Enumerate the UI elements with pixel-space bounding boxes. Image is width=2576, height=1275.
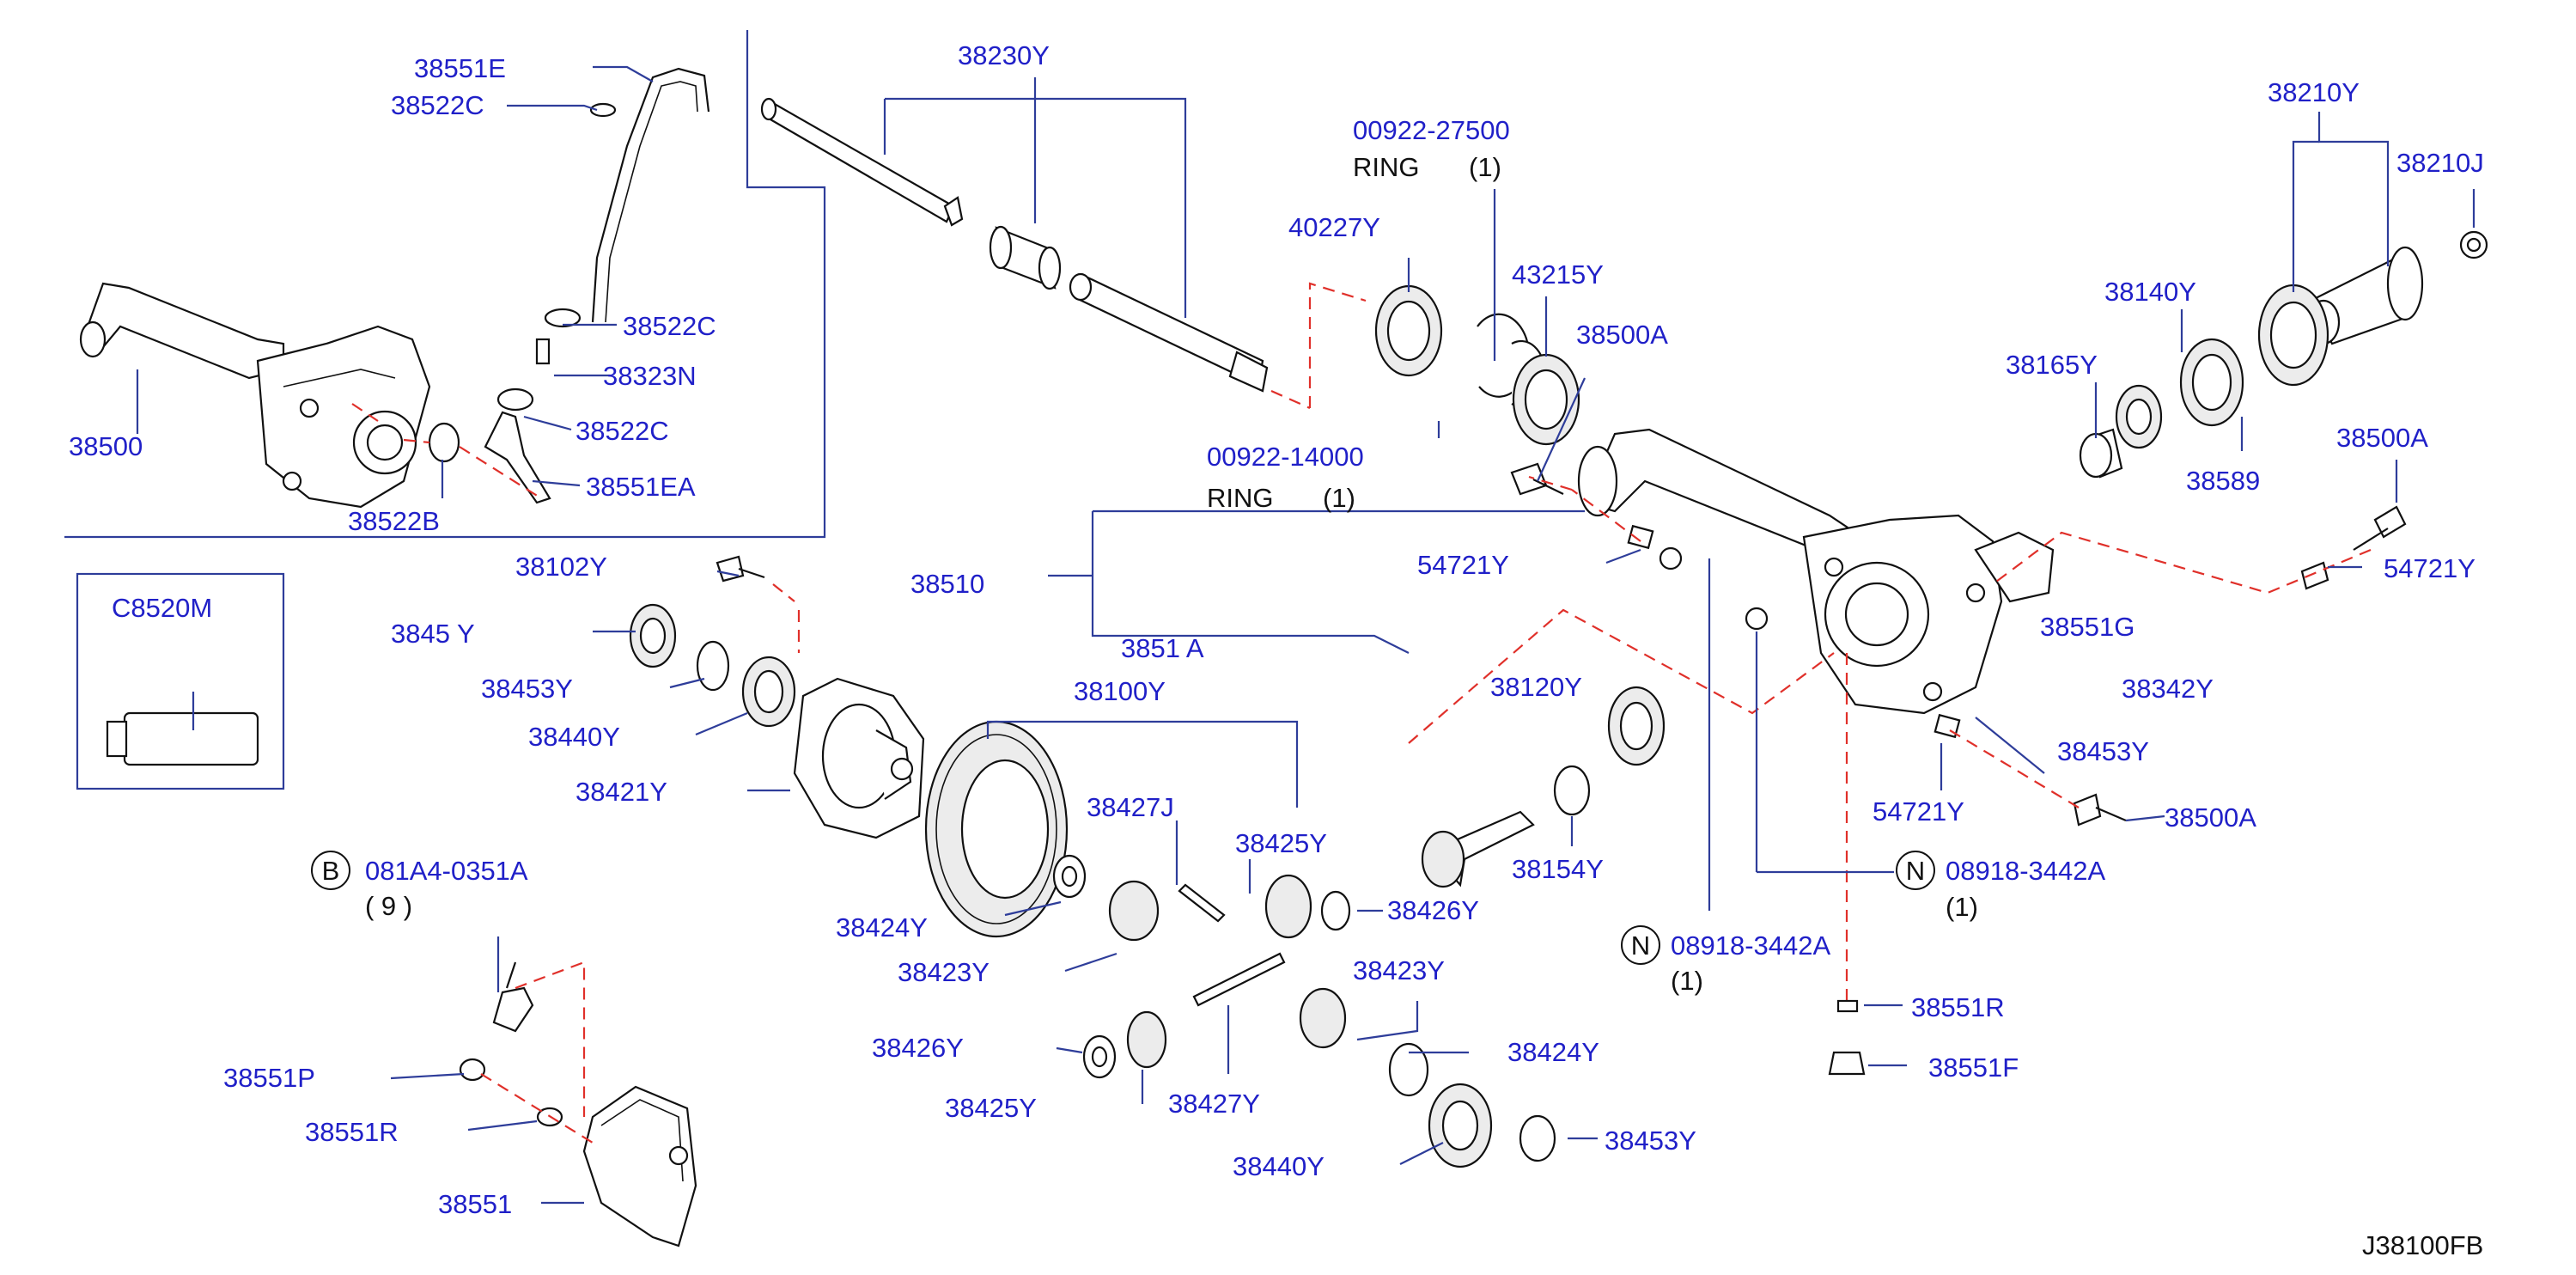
label-38440y-low: 38440Y [1233,1151,1325,1181]
label-38551e: 38551E [414,53,506,83]
label-ring-1-qty: (1) [1469,152,1501,182]
label-43215y: 43215Y [1512,259,1604,290]
inset-axle-drawing [79,282,542,509]
label-38500a-low: 38500A [2165,802,2256,833]
label-38102y: 38102Y [515,552,607,582]
axle-shaft-drawing [760,97,1269,393]
label-38522b: 38522B [348,506,440,536]
label-38426y-low: 38426Y [872,1033,964,1063]
clip-38522c-top [589,102,617,118]
label-08918-b: 08918-3442A [1671,930,1830,961]
label-38427y: 38427Y [1168,1089,1260,1119]
label-54721y-low: 54721Y [1873,796,1964,827]
label-38453y-low: 38453Y [1605,1126,1696,1156]
ring-gear-drawing [924,720,1069,938]
label-38423y-right: 38423Y [1353,955,1445,985]
pinion-parts-drawing [2079,230,2488,479]
label-38120y: 38120Y [1490,672,1582,702]
leader-lines [136,65,2476,1205]
label-38154y: 38154Y [1512,854,1604,884]
nut-marker-n-b [1621,925,1660,965]
label-38551f: 38551F [1928,1052,2019,1083]
label-38510: 38510 [910,569,984,599]
drive-pinion-drawing [1421,686,1666,888]
label-38551ea: 38551EA [586,472,696,502]
label-54721y-right: 54721Y [2384,553,2476,583]
clip-38522c-mid [544,308,582,328]
label-38342y: 38342Y [2122,674,2214,704]
b-marker-text: B [322,856,340,886]
bearing-group-upper [1374,284,1580,446]
label-38230y: 38230Y [958,40,1050,70]
diff-cover-drawing [459,961,1866,1248]
label-08918-a: 08918-3442A [1946,856,2105,886]
label-38424y-right: 38424Y [1507,1037,1599,1067]
diff-gears-drawing [1052,854,1556,1168]
label-38551r-left: 38551R [305,1117,399,1147]
label-38453y-right: 38453Y [2057,736,2149,766]
label-54721y-left: 54721Y [1417,550,1509,580]
label-38522c-low: 38522C [575,416,669,446]
inset-panel [64,30,826,539]
label-3851-a: 3851 A [1121,633,1204,663]
label-38453y-left: 38453Y [481,674,573,704]
diff-case-drawing [793,677,925,839]
label-38440y-left: 38440Y [528,722,620,752]
label-38140y: 38140Y [2104,277,2196,307]
label-081a4-0351a: 081A4-0351A [365,856,528,886]
vent-hose-drawing [484,67,710,504]
nut-marker-n-a [1896,851,1935,890]
label-38522c-top: 38522C [391,90,484,120]
label-ring-2: RING [1207,483,1274,513]
label-38165y: 38165Y [2006,350,2098,380]
breather-38323n [535,338,551,365]
label-081a4-qty: ( 9 ) [365,891,412,921]
axle-housing-drawing [1577,428,2055,715]
c8520m-box [76,572,285,790]
label-38551r-right: 38551R [1911,992,2005,1022]
label-38210j: 38210J [2396,148,2484,178]
label-c8520m: C8520M [112,593,212,623]
label-38500: 38500 [69,431,143,461]
label-38423y-left: 38423Y [898,957,990,987]
n-marker-text-b: N [1631,930,1650,961]
label-38500a-right: 38500A [2336,423,2428,453]
label-38210y: 38210Y [2268,77,2360,107]
label-00922-14000: 00922-14000 [1207,442,1364,472]
label-38100y: 38100Y [1074,676,1166,706]
n-marker-text-a: N [1906,856,1925,886]
label-40227y: 40227Y [1288,212,1380,242]
label-ring-1: RING [1353,152,1420,182]
label-38500a-top: 38500A [1576,320,1668,350]
label-38589: 38589 [2186,466,2260,496]
label-38426y-top: 38426Y [1387,895,1479,925]
part-labels: 38551E 38522C 38522C 38323N 38522C 38551… [69,40,2484,1260]
plug-38522b [428,422,460,463]
label-38421y: 38421Y [575,777,667,807]
label-3845-y: 3845 Y [391,619,475,649]
label-38424y-left: 38424Y [836,912,928,943]
diagram-code: J38100FB [2362,1230,2483,1260]
clip-38522c-low [496,387,534,412]
label-38427j: 38427J [1087,792,1174,822]
bolt-marker-b [311,851,350,890]
label-00922-27500: 00922-27500 [1353,115,1510,145]
label-38425y-low: 38425Y [945,1093,1037,1123]
label-08918-a-qty: (1) [1946,892,1978,922]
bolts-right [1510,462,2407,827]
label-38551g: 38551G [2040,612,2134,642]
label-38425y-top: 38425Y [1235,828,1327,858]
label-38522c-mid: 38522C [623,311,716,341]
side-bearing-drawing [629,555,796,728]
markers: B N N [311,851,1935,965]
label-38323n: 38323N [603,361,697,391]
label-08918-b-qty: (1) [1671,966,1703,996]
label-38551: 38551 [438,1189,512,1219]
label-ring-2-qty: (1) [1323,483,1355,513]
label-38551p: 38551P [223,1063,315,1093]
